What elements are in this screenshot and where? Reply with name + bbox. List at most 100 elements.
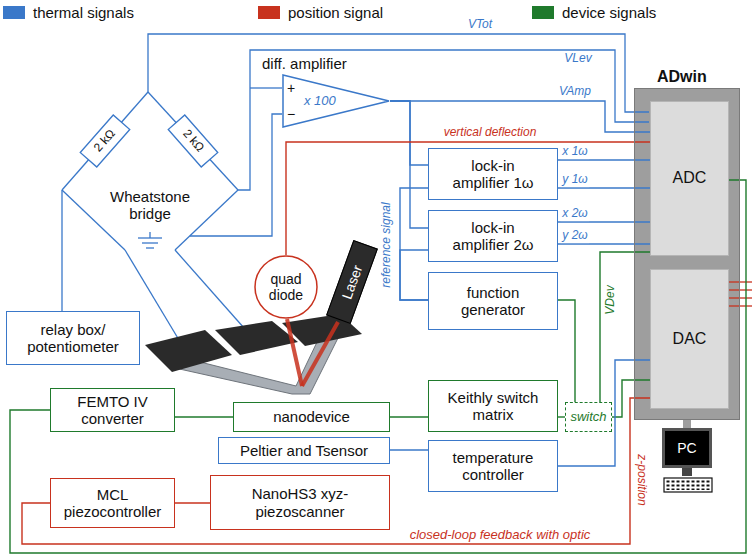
dac-output-line [728, 281, 752, 282]
adwin-box: ADwinADCDAC [634, 88, 740, 420]
laser-beam [302, 322, 338, 386]
input-sign: + [287, 80, 295, 96]
signal-line [390, 416, 428, 417]
node-label: Laser [338, 263, 365, 301]
resistor-symbol [80, 115, 130, 167]
peltier-box: Peltier and Tsensor [218, 437, 390, 464]
lock-in-amplifier: lock-in amplifier 2ω [428, 210, 558, 262]
signal-line [400, 250, 428, 300]
signal-name: VAmp [557, 85, 593, 99]
legend-swatch [258, 6, 280, 19]
signal-line [558, 360, 650, 466]
signal-name: VLev [564, 52, 591, 66]
node-label: quad diode [261, 271, 311, 303]
signal-line [558, 159, 650, 160]
node-label: nanodevice [273, 408, 350, 425]
node-label: relay box/ potentiometer [23, 321, 123, 356]
shape-outline [283, 75, 389, 127]
signal-name: vertical deflection [442, 126, 539, 140]
ground-symbol [138, 237, 162, 238]
piezo-controller: MCL piezocontroller [50, 478, 175, 528]
relay-wire [61, 190, 62, 311]
signal-line [390, 101, 428, 165]
dac-outputs [728, 282, 752, 306]
monitor-stand [682, 468, 692, 476]
node-label: NanoHS3 xyz-piezoscanner [225, 485, 375, 520]
node-label: ADC [673, 169, 707, 187]
temperature-controller: temperature controller [428, 440, 558, 492]
node-label: lock-in amplifier 1ω [443, 157, 543, 192]
plus-input-wire [250, 87, 282, 88]
legend-text: position signal [288, 4, 383, 21]
shape-outline [255, 256, 317, 318]
signal-name: y 1ω [560, 173, 589, 187]
node-label: FEMTO IV converter [68, 393, 158, 428]
piezo-scanner: NanoHS3 xyz-piezoscanner [210, 475, 390, 530]
signal-line [286, 142, 650, 255]
chip-pad [145, 330, 232, 372]
legend-text: device signals [562, 4, 656, 21]
signal-line [390, 449, 428, 450]
signal-line [175, 502, 210, 503]
signal-line [400, 188, 428, 300]
quad-diode: quad diode [254, 255, 318, 319]
nanodevice-box: nanodevice [233, 402, 390, 432]
relay-box: relay box/ potentiometer [6, 311, 140, 365]
dac-output-line [728, 297, 752, 298]
node-heading: diff. amplifier [262, 55, 347, 72]
signal-line [175, 416, 233, 417]
signal-line [683, 420, 691, 428]
dac-output-line [728, 305, 752, 306]
signal-name: x 2ω [560, 207, 589, 221]
signal-name: VDev [604, 283, 618, 316]
node-heading: ADwin [657, 68, 707, 86]
laser-beam [287, 319, 302, 386]
signal-line [390, 101, 428, 228]
keyboard [664, 478, 712, 492]
node-label: lock-in amplifier 2ω [443, 219, 543, 254]
ground-symbol [146, 247, 154, 248]
adwin-housing [634, 88, 740, 420]
node-label: PC [677, 440, 696, 456]
switch-box: switch [565, 402, 612, 432]
signal-name: closed-loop feedback with optic [408, 528, 593, 543]
signal-line [558, 300, 575, 402]
node-label: Keithly switch matrix [443, 389, 543, 424]
bridge-branch [148, 92, 238, 190]
node-label: x 100 [304, 94, 336, 109]
node-label: function generator [446, 284, 541, 319]
lock-in-amplifier: lock-in amplifier 1ω [428, 148, 558, 200]
legend-swatch [3, 6, 25, 19]
iv-converter: FEMTO IV converter [50, 388, 175, 432]
dac-block: DAC [650, 269, 729, 409]
signal-line [558, 243, 650, 244]
keyboard-keys [666, 480, 710, 490]
signal-line [558, 187, 650, 188]
diff-amplifier: diff. amplifierx 100 [282, 74, 390, 128]
input-sign: − [287, 106, 295, 122]
laser-source: Laser [326, 240, 378, 324]
cantilever-lead [175, 250, 252, 337]
adc-block: ADC [650, 101, 729, 256]
signal-name: z-position [634, 454, 648, 505]
signal-name: y 2ω [560, 229, 589, 243]
node-label: switch [570, 410, 606, 425]
bridge-branch [62, 92, 148, 190]
switch-matrix: Keithly switch matrix [428, 380, 558, 432]
amplifier-triangle [282, 74, 390, 128]
pc-monitor: PC [662, 428, 712, 468]
bridge-name: Wheatstone bridge [104, 188, 196, 223]
signal-line [558, 221, 650, 222]
legend-text: thermal signals [33, 4, 134, 21]
signal-name: reference signal [380, 202, 394, 287]
node-label: MCL piezocontroller [58, 486, 168, 521]
signal-name: VTot [468, 18, 492, 32]
signal-line [10, 180, 746, 553]
node-label: DAC [673, 330, 707, 348]
bridge-wiring [62, 34, 649, 350]
resistor-symbol [168, 115, 218, 167]
ground-symbol [142, 242, 158, 243]
signal-line [558, 416, 565, 417]
node-label: temperature controller [443, 449, 543, 484]
